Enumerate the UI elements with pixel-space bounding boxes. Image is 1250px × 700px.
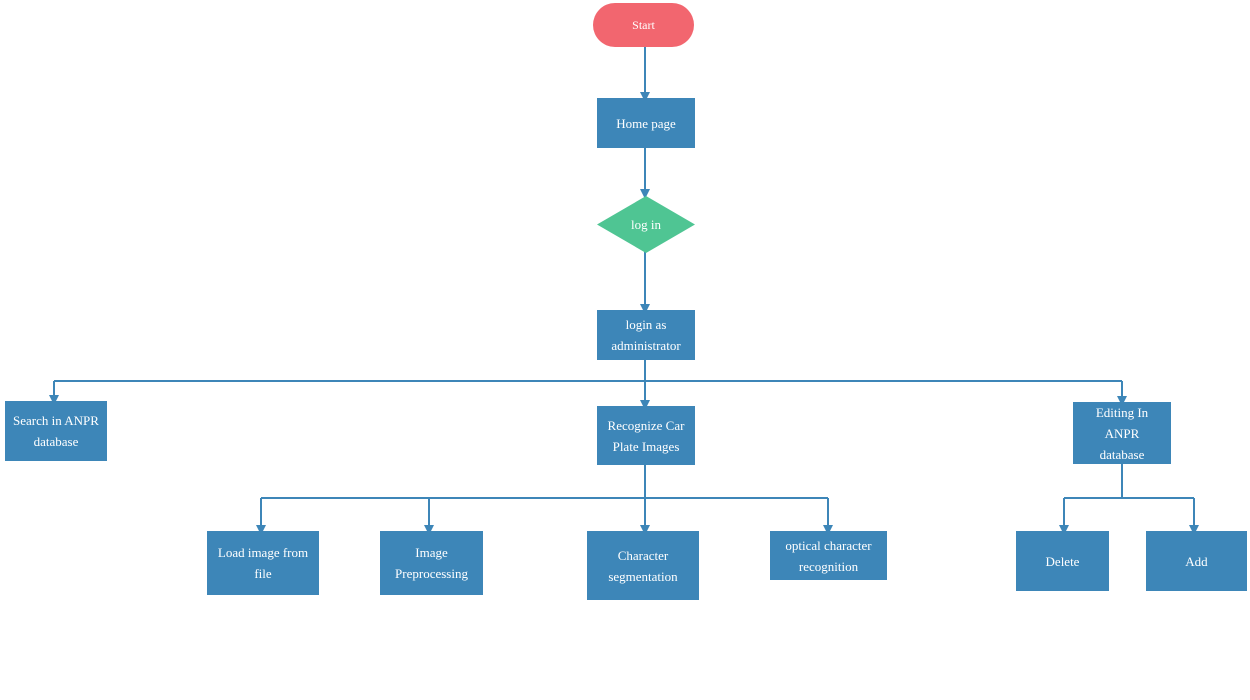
recognize-label: Recognize Car Plate Images (607, 417, 685, 454)
start-node: Start (593, 3, 694, 47)
login-admin-node: login as administrator (597, 310, 695, 360)
ocr-label: optical character recognition (785, 537, 872, 574)
preprocessing-label: Image Preprocessing (395, 545, 468, 581)
delete-node: Delete (1016, 531, 1109, 591)
add-node: Add (1146, 531, 1247, 591)
add-label: Add (1185, 553, 1208, 569)
segmentation-label: Character segmentation (608, 547, 678, 584)
home-page-label: Home page (616, 115, 676, 131)
ocr-node: optical character recognition (770, 531, 887, 580)
login-admin-label: login as administrator (611, 317, 681, 353)
log-in-decision: log in (597, 196, 695, 253)
search-db-label: Search in ANPR database (13, 413, 99, 449)
load-image-node: Load image from file (207, 531, 319, 595)
start-label: Start (632, 17, 655, 32)
segmentation-node: Character segmentation (587, 531, 699, 600)
home-page-node: Home page (597, 98, 695, 148)
preprocessing-node: Image Preprocessing (380, 531, 483, 595)
search-db-node: Search in ANPR database (5, 401, 107, 461)
recognize-node: Recognize Car Plate Images (597, 406, 695, 465)
editing-db-label: Editing In ANPR database (1095, 404, 1149, 462)
delete-label: Delete (1045, 553, 1080, 569)
log-in-label: log in (631, 217, 661, 232)
load-image-label: Load image from file (217, 545, 309, 581)
editing-db-node: Editing In ANPR database (1073, 402, 1171, 464)
decision-diamond (597, 196, 695, 253)
